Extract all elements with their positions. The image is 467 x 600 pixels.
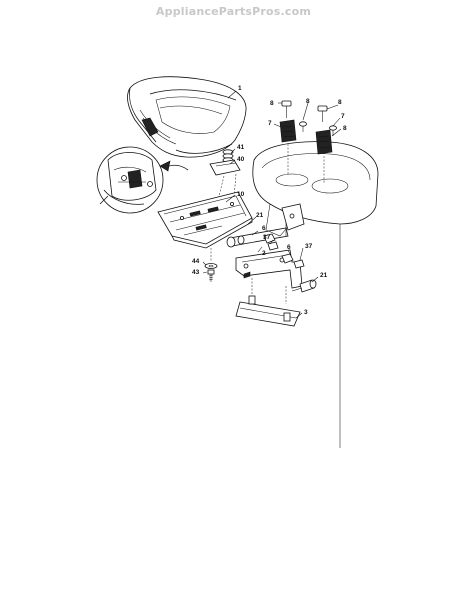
callout-8c: 8: [338, 99, 342, 106]
detail-inset: [96, 146, 189, 214]
seat: [127, 76, 247, 158]
bracket-2: [235, 249, 303, 289]
callout-7b: 7: [341, 113, 345, 120]
callout-43: 43: [192, 269, 200, 276]
leader-lines: [202, 90, 342, 319]
tractor-frame: [252, 141, 379, 448]
isolator-7a: [279, 119, 297, 143]
bolt-8b: [299, 121, 307, 132]
seat-pan: [157, 191, 253, 249]
callout-10: 10: [237, 191, 245, 198]
bolt-8c: [317, 105, 328, 122]
callout-6a: 6: [262, 225, 266, 232]
washer-44: [204, 263, 218, 269]
callout-6b: 6: [287, 244, 291, 251]
callout-8b: 8: [306, 98, 310, 105]
callout-8d: 8: [343, 125, 347, 132]
callout-21b: 21: [320, 272, 328, 279]
callout-3: 3: [304, 309, 308, 316]
callout-44: 44: [192, 258, 200, 265]
bolt-8a: [281, 100, 292, 118]
bolt-21b: [291, 279, 317, 293]
pivot-rod: [226, 227, 289, 248]
base-plate-3: [235, 295, 301, 327]
nut-6b: [281, 253, 294, 264]
callout-40: 40: [237, 156, 245, 163]
callout-2: 2: [262, 250, 266, 257]
callout-7a: 7: [268, 120, 272, 127]
callout-21a: 21: [256, 212, 264, 219]
callout-37b: 37: [305, 243, 313, 250]
callout-37a: 37: [263, 234, 271, 241]
callout-1: 1: [238, 85, 242, 92]
bolt-43: [207, 269, 215, 282]
nut-37b: [293, 259, 305, 269]
clip-40: [209, 159, 241, 176]
isolator-7b: [315, 129, 333, 155]
callouts: 1 41 40 10 21 6 37 2 6 37 21 3 44 43 8 8…: [192, 85, 347, 316]
callout-8a: 8: [270, 100, 274, 107]
nut-37a: [267, 241, 279, 251]
callout-41: 41: [237, 144, 245, 151]
watermark: AppliancePartsPros.com: [155, 5, 312, 18]
